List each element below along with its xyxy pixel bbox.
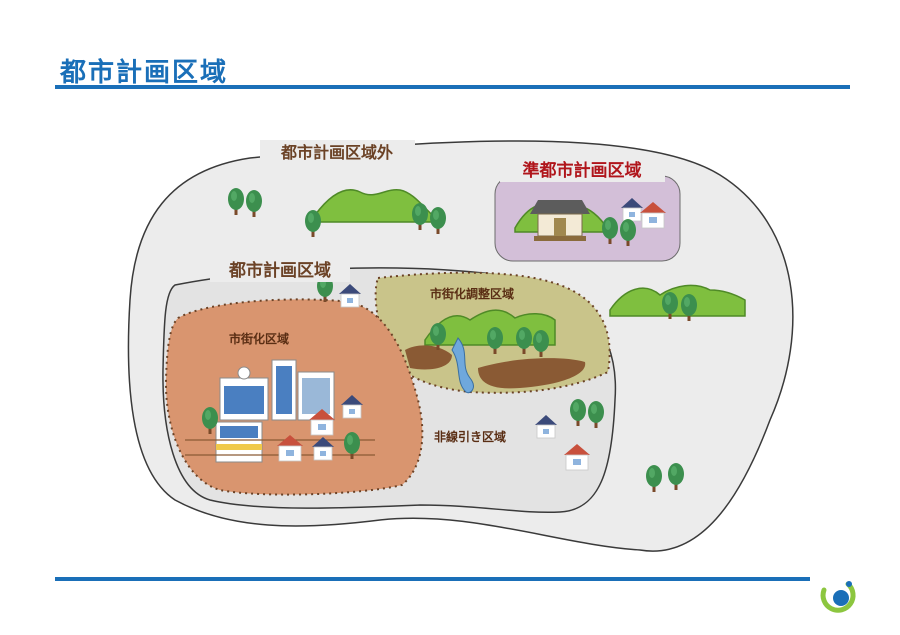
footer-rule	[55, 577, 810, 581]
hill-icon	[314, 189, 443, 223]
logo-icon	[820, 578, 856, 614]
field-icon	[478, 358, 586, 389]
planning-area-label: 都市計画区域	[228, 260, 331, 281]
shop-icon	[215, 421, 263, 463]
shrine-icon	[530, 200, 590, 241]
outside-label: 都市計画区域外	[280, 143, 393, 162]
quasi-label: 準都市計画区域	[523, 160, 642, 181]
building-icon	[297, 371, 335, 421]
control-label: 市街化調整区域	[430, 286, 514, 301]
building-icon	[219, 366, 269, 421]
building-icon	[271, 359, 297, 421]
urbanization-label: 市街化区域	[229, 331, 289, 346]
river-icon	[451, 337, 474, 394]
title-underline	[55, 85, 850, 89]
field-icon	[405, 345, 452, 370]
unzoned-label: 非線引き区域	[434, 429, 506, 444]
page-title: 都市計画区域	[60, 58, 229, 88]
